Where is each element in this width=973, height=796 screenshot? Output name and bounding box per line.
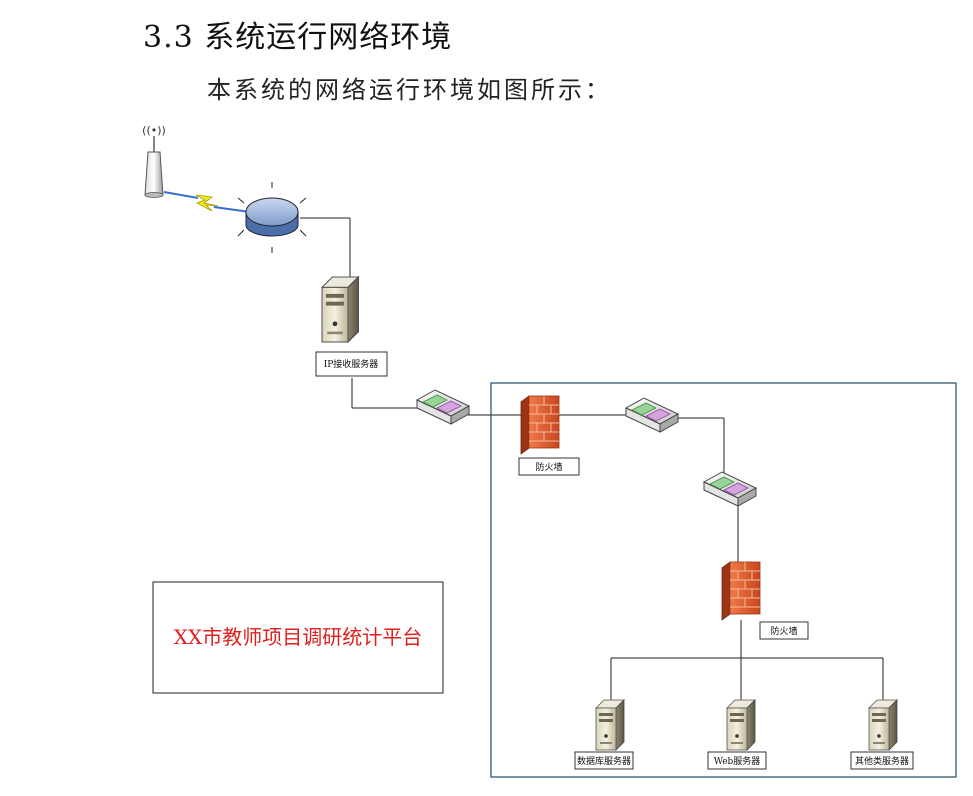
firewall-2-label-box [759, 621, 809, 640]
firewall-icon [520, 395, 560, 455]
web-server-label: Web服务器 [714, 755, 761, 767]
switch-icon [625, 397, 679, 433]
section-heading: 3.3 系统运行网络环境 [143, 20, 453, 55]
platform-box [152, 581, 444, 694]
web-server-label-box [707, 751, 767, 770]
platform-title: XX市教师项目调研统计平台 [174, 625, 422, 649]
tower-server-icon [595, 699, 625, 751]
ip-server-label: IP接收服务器 [324, 358, 379, 370]
tower-server-icon [321, 276, 360, 343]
other-server-label-box [850, 751, 914, 770]
lightning-link-icon [163, 191, 251, 213]
intro-paragraph: 本系统的网络运行环境如图所示： [207, 76, 612, 104]
tower-server-icon [726, 699, 756, 751]
tower-server-icon [868, 699, 898, 751]
firewall-2-label: 防火墙 [770, 625, 797, 637]
internal-network-boundary [490, 382, 957, 778]
svg-text:((•)): ((•)) [142, 124, 166, 137]
other-server-label: 其他类服务器 [855, 755, 909, 767]
firewall-1-label-box [518, 457, 580, 476]
router-icon [237, 182, 307, 253]
switch-icon [703, 471, 757, 507]
db-server-label-box [574, 751, 634, 770]
switch-icon [416, 389, 470, 425]
firewall-1-label: 防火墙 [535, 461, 562, 473]
firewall-icon [721, 561, 761, 621]
db-server-label: 数据库服务器 [577, 755, 631, 767]
connection-lines [300, 217, 884, 703]
antenna-icon: ((•)) [142, 124, 166, 198]
ip-server-label-box [315, 351, 388, 377]
